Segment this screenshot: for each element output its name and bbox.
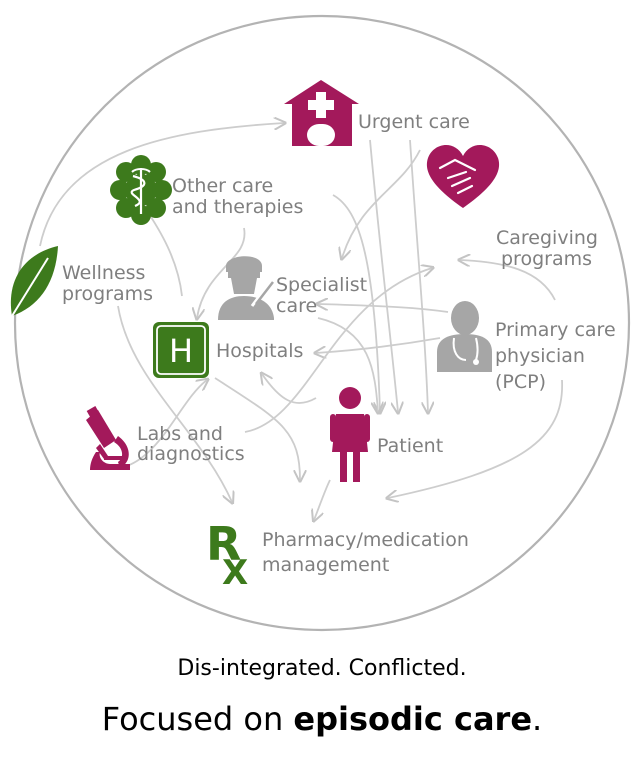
caption-line2: Focused on episodic care. (0, 700, 644, 738)
specialist-label-line1: Specialist (276, 274, 368, 296)
pcp-label-line1: Primary care (495, 319, 616, 341)
leaf-icon (10, 246, 59, 317)
pcp-label-line2: physician (495, 345, 585, 367)
pharmacy-label-line2: management (262, 554, 390, 576)
hospital-h-icon: H (153, 322, 209, 378)
house-cross-icon (284, 80, 359, 146)
handshake-heart-icon (426, 144, 500, 208)
patient-icon (330, 387, 370, 482)
flow-arrows (39, 123, 563, 520)
other-care-label-line2: and therapies (172, 196, 304, 218)
pharmacy-label-line1: Pharmacy/medication (262, 529, 469, 551)
labs-label-line2: diagnostics (137, 443, 245, 465)
surgeon-icon (218, 256, 274, 320)
caption-line2-suffix: . (532, 700, 543, 738)
rx-glyph-r: R (206, 517, 241, 571)
pcp-label-line3: (PCP) (495, 371, 547, 393)
urgent-care-label: Urgent care (358, 111, 470, 133)
caregiving-label-line1: Caregiving (496, 227, 598, 249)
caption-line2-prefix: Focused on (101, 700, 294, 738)
caption-line1: Dis-integrated. Conflicted. (177, 656, 467, 681)
microscope-icon (86, 406, 130, 470)
doctor-icon (437, 301, 492, 372)
caption-line2-bold: episodic care (293, 700, 533, 738)
other-care-label-line1: Other care (172, 175, 274, 197)
wellness-label-line2: programs (62, 283, 154, 305)
rx-glyph-x: X (222, 553, 248, 593)
caregiving-label-line2: programs (501, 248, 593, 270)
specialist-label-line2: care (276, 295, 318, 317)
hospital-glyph: H (169, 332, 193, 370)
outer-circle (13, 14, 631, 632)
wellness-label-line1: Wellness (62, 262, 146, 284)
hospitals-label: Hospitals (216, 340, 304, 362)
rx-icon: R X (206, 517, 248, 593)
caduceus-icon (110, 155, 172, 225)
patient-label: Patient (377, 435, 444, 457)
labs-label-line1: Labs and (137, 423, 223, 445)
